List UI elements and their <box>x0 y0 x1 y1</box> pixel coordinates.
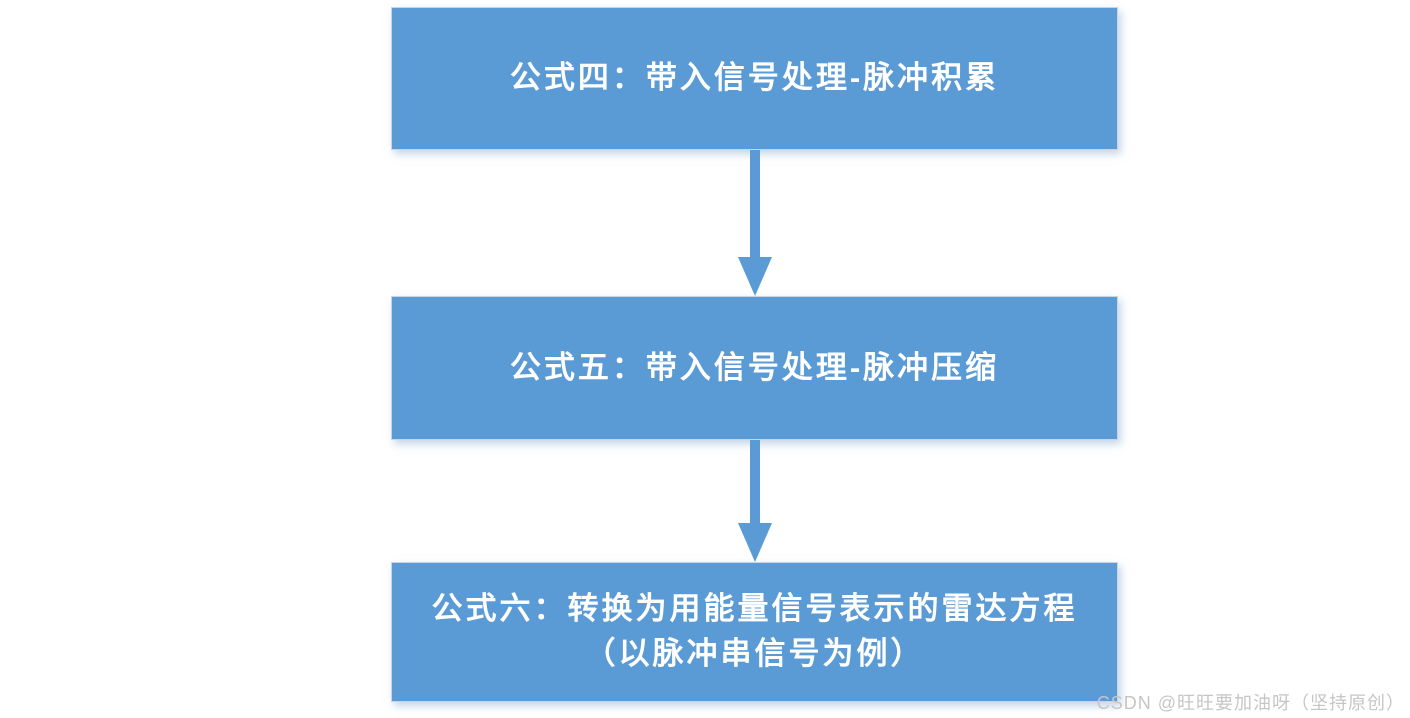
down-arrow-icon <box>738 440 772 562</box>
flow-box-formula-4-label: 公式四：带入信号处理-脉冲积累 <box>509 60 1000 96</box>
flow-box-formula-5-label: 公式五：带入信号处理-脉冲压缩 <box>509 349 1000 385</box>
csdn-watermark: CSDN @旺旺要加油呀（坚持原创） <box>1096 693 1405 713</box>
flow-box-formula-5: 公式五：带入信号处理-脉冲压缩 <box>391 296 1118 440</box>
flow-box-formula-6: 公式六：转换为用能量信号表示的雷达方程 （以脉冲串信号为例） <box>391 562 1118 702</box>
flow-box-formula-6-label: 公式六：转换为用能量信号表示的雷达方程 （以脉冲串信号为例） <box>431 591 1078 671</box>
flow-box-formula-4: 公式四：带入信号处理-脉冲积累 <box>391 7 1118 150</box>
down-arrow-icon <box>738 150 772 296</box>
